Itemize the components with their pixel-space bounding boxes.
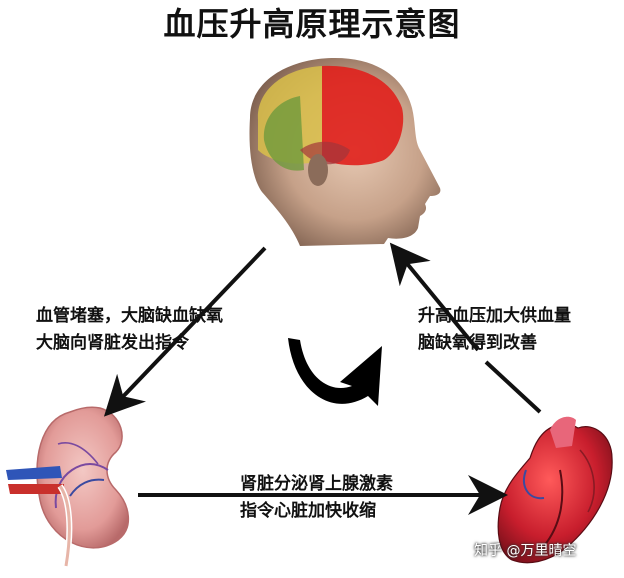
arrow-heart-tail bbox=[484, 360, 542, 414]
page-title: 血压升高原理示意图 bbox=[163, 5, 461, 43]
watermark: 知乎 @万里晴空 bbox=[474, 543, 577, 559]
kidney-illustration bbox=[6, 406, 129, 567]
label-heart-to-brain: 升高血压加大供血量 脑缺氧得到改善 bbox=[418, 306, 571, 353]
label-kidney-to-heart: 肾脏分泌肾上腺激素 指令心脏加快收缩 bbox=[240, 474, 393, 521]
cycle-curved-arrow-icon bbox=[288, 338, 382, 406]
arrow-upper-right bbox=[389, 242, 480, 352]
arrow-brain-to-kidney bbox=[103, 246, 267, 417]
brain-head-illustration bbox=[249, 58, 441, 246]
heart-illustration bbox=[497, 416, 613, 564]
label-brain-to-kidney: 血管堵塞，大脑缺血缺氧 大脑向肾脏发出指令 bbox=[36, 306, 223, 353]
